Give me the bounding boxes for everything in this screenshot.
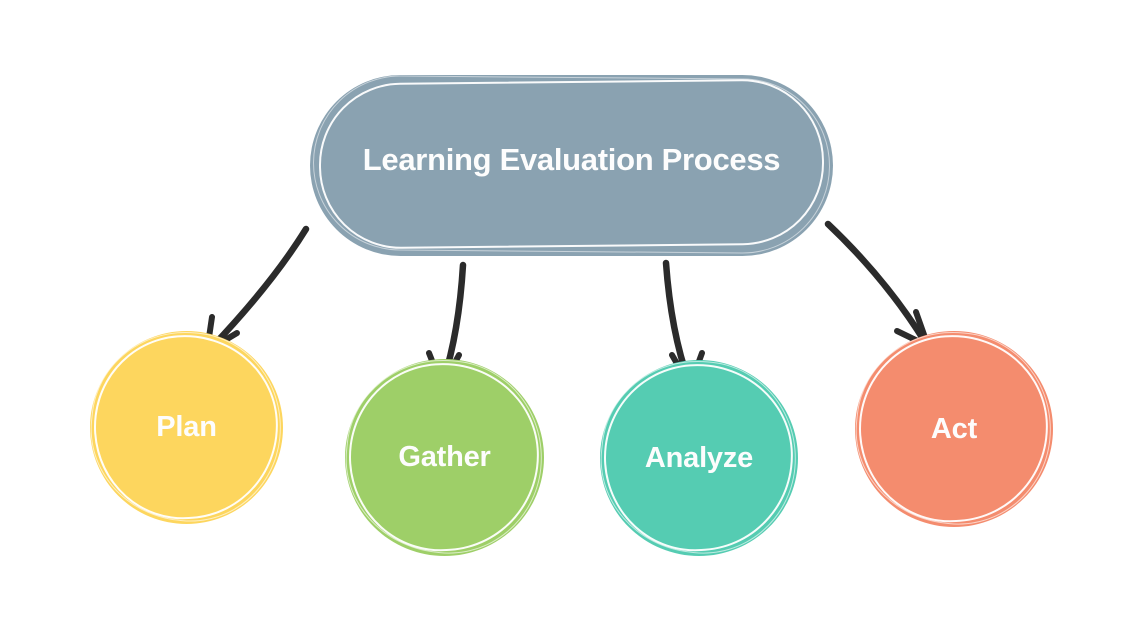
- title-label: Learning Evaluation Process: [362, 141, 781, 177]
- node-plan: Plan: [81, 322, 291, 531]
- node-plan-label: Plan: [156, 411, 217, 443]
- node-act: Act: [846, 322, 1061, 534]
- node-act-label: Act: [930, 412, 978, 445]
- arrow-to-act-shaft: [824, 220, 929, 346]
- title-box: Learning Evaluation Process: [310, 74, 833, 256]
- node-gather-label: Gather: [398, 441, 491, 473]
- arrow-to-plan-shaft: [207, 225, 310, 352]
- node-gather: Gather: [336, 350, 552, 563]
- node-analyze-label: Analyze: [644, 441, 754, 474]
- node-analyze: Analyze: [591, 351, 806, 563]
